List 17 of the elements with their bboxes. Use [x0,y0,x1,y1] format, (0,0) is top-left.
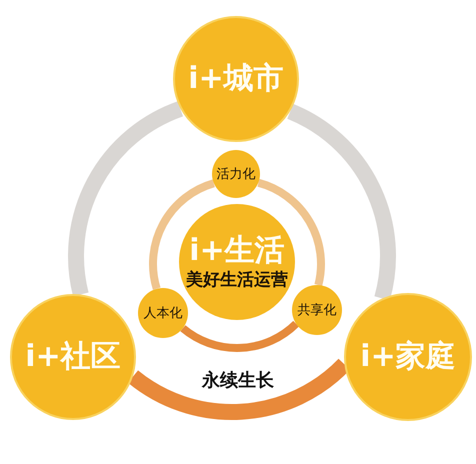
ring-arc [286,104,396,300]
node-label: i+社区 [25,340,121,374]
node-title: i+生活 [189,234,285,268]
node-label: 共享化 [298,302,336,318]
node-label: 人本化 [144,306,182,320]
circle-node [212,150,260,198]
node-subtitle: 美好生活运营 [186,270,288,290]
ring-arc [180,320,299,352]
circle-node [292,285,342,335]
ring-arc [149,180,216,290]
node-label: i+城市 [188,62,284,96]
text-label: 永续生长 [202,370,274,392]
node-label: i+家庭 [360,340,456,374]
ring-arc [257,178,325,286]
circle-node [138,288,188,338]
ring-arc [68,101,184,296]
node-label: 活力化 [216,166,256,182]
